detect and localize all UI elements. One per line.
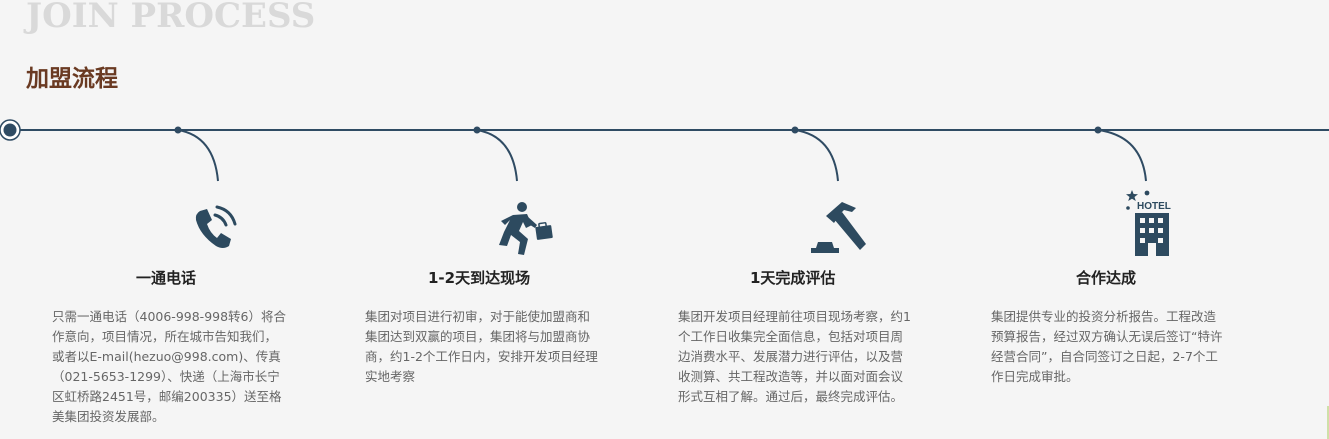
timeline-start-marker xyxy=(0,119,21,141)
hotel-icon: HOTEL xyxy=(1126,190,1171,256)
process-timeline xyxy=(0,119,1329,182)
step-description: 集团提供专业的投资分析报告。工程改造预算报告，经过双方确认无误后签订“特许经营合… xyxy=(991,309,1223,384)
running-businessman-icon xyxy=(499,202,553,255)
section-title: 加盟流程 xyxy=(26,66,118,92)
hotel-sign-text: HOTEL xyxy=(1137,201,1171,212)
step-title: 一通电话 xyxy=(136,269,197,287)
step-description: 集团开发项目经理前往项目现场考察，约1个工作日收集完全面信息，包括对项目周边消费… xyxy=(678,309,911,404)
timeline-connector-1 xyxy=(174,126,219,182)
timeline-connector-2 xyxy=(473,126,518,182)
step-title: 1-2天到达现场 xyxy=(428,269,531,287)
gavel-icon xyxy=(811,202,866,253)
page-edge-marker xyxy=(1327,406,1329,439)
star-icon xyxy=(1126,190,1138,201)
phone-icon xyxy=(195,205,237,248)
english-section-title: JOIN PROCESS xyxy=(26,0,316,36)
timeline-connector-4 xyxy=(1094,126,1147,182)
step-title: 1天完成评估 xyxy=(750,269,836,287)
step-title: 合作达成 xyxy=(1076,269,1137,287)
step-description: 只需一通电话（4006-998-998转6）将合作意向，项目情况，所在城市告知我… xyxy=(52,309,287,424)
timeline-connector-3 xyxy=(791,126,839,182)
step-description: 集团对项目进行初审，对于能使加盟商和集团达到双赢的项目，集团将与加盟商协商，约1… xyxy=(365,309,598,384)
